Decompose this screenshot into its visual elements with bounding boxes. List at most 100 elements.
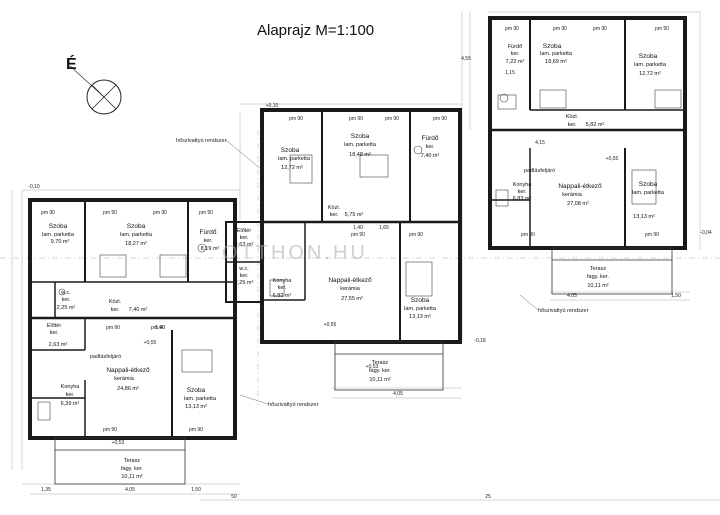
svg-text:Terasz: Terasz bbox=[124, 458, 140, 464]
svg-text:Közl.: Közl. bbox=[109, 299, 122, 305]
svg-text:-0,04: -0,04 bbox=[700, 230, 712, 236]
svg-text:pm 90: pm 90 bbox=[351, 232, 365, 238]
svg-text:+0,55: +0,55 bbox=[144, 340, 157, 346]
note-heat-pump-c: hőszivattyú rendszer bbox=[538, 308, 589, 314]
svg-text:13,13 m²: 13,13 m² bbox=[409, 314, 431, 320]
svg-text:2,63 m²: 2,63 m² bbox=[49, 342, 68, 348]
svg-text:Előtér: Előtér bbox=[47, 323, 62, 329]
svg-text:pm 90: pm 90 bbox=[433, 116, 447, 122]
note-attic-a: padlásfeljáró bbox=[90, 354, 121, 360]
svg-text:24,86 m²: 24,86 m² bbox=[117, 386, 139, 392]
svg-text:ker.: ker. bbox=[66, 392, 75, 398]
svg-text:4,55: 4,55 bbox=[461, 56, 471, 62]
svg-text:1,15: 1,15 bbox=[505, 70, 515, 76]
svg-text:pm 90: pm 90 bbox=[103, 210, 117, 216]
svg-text:pm 90: pm 90 bbox=[103, 427, 117, 433]
svg-text:pm 90: pm 90 bbox=[645, 232, 659, 238]
room-a-wc: w.c.ker.2,25 m² bbox=[57, 290, 76, 311]
svg-text:4,05: 4,05 bbox=[125, 487, 135, 493]
svg-text:Szoba: Szoba bbox=[639, 181, 658, 188]
note-heat-pump-b: hőszivattyú rendszer bbox=[176, 138, 227, 144]
svg-text:Fürdő: Fürdő bbox=[422, 135, 439, 142]
svg-text:w.c.: w.c. bbox=[238, 266, 249, 272]
svg-text:12,72 m²: 12,72 m² bbox=[639, 71, 661, 77]
svg-text:ker.: ker. bbox=[204, 238, 213, 244]
svg-text:Szoba: Szoba bbox=[281, 147, 300, 154]
svg-text:ker.: ker. bbox=[330, 212, 339, 218]
svg-text:Nappali-étkező: Nappali-étkező bbox=[106, 367, 150, 374]
svg-text:18,27 m²: 18,27 m² bbox=[125, 241, 147, 247]
walls bbox=[28, 16, 687, 440]
svg-text:10,11 m²: 10,11 m² bbox=[369, 377, 390, 383]
svg-text:pm 90: pm 90 bbox=[153, 210, 167, 216]
svg-text:-0,18: -0,18 bbox=[474, 338, 486, 344]
svg-text:Szoba: Szoba bbox=[543, 43, 562, 50]
svg-text:pm 90: pm 90 bbox=[385, 116, 399, 122]
north-arrow-icon bbox=[69, 65, 122, 115]
svg-text:6,82 m²: 6,82 m² bbox=[273, 293, 292, 299]
svg-text:1,35: 1,35 bbox=[41, 487, 51, 493]
svg-text:Konyha: Konyha bbox=[273, 278, 293, 284]
svg-text:Terasz: Terasz bbox=[590, 266, 606, 272]
svg-text:50: 50 bbox=[231, 494, 237, 500]
svg-text:1,40: 1,40 bbox=[155, 325, 165, 331]
watermark: OTTHON.HU bbox=[222, 242, 368, 264]
svg-text:ker.: ker. bbox=[50, 330, 59, 336]
svg-text:27,08 m²: 27,08 m² bbox=[567, 201, 589, 207]
annotations: hőszivattyú rendszer hőszivattyú rendsze… bbox=[90, 138, 589, 408]
svg-text:pm 90: pm 90 bbox=[593, 26, 607, 32]
svg-text:Konyha: Konyha bbox=[61, 384, 81, 390]
svg-text:ker.: ker. bbox=[426, 144, 435, 150]
svg-text:+0,55: +0,55 bbox=[324, 322, 337, 328]
svg-text:lam. parketta: lam. parketta bbox=[120, 232, 153, 238]
svg-text:Konyha: Konyha bbox=[513, 182, 533, 188]
svg-text:Közl.: Közl. bbox=[566, 114, 579, 120]
terraces bbox=[54, 247, 673, 485]
svg-text:Nappali-étkező: Nappali-étkező bbox=[558, 183, 602, 190]
svg-text:lam. parketta: lam. parketta bbox=[278, 156, 311, 162]
svg-text:pm 90: pm 90 bbox=[349, 116, 363, 122]
svg-text:pm 90: pm 90 bbox=[151, 325, 165, 331]
svg-text:ker.: ker. bbox=[568, 122, 577, 128]
north-label: É bbox=[66, 56, 77, 73]
svg-text:kerámia: kerámia bbox=[562, 192, 583, 198]
svg-text:Fürdő: Fürdő bbox=[508, 44, 522, 50]
svg-text:lam. parketta: lam. parketta bbox=[184, 396, 217, 402]
svg-text:4,05: 4,05 bbox=[393, 391, 403, 397]
svg-text:Közl.: Közl. bbox=[328, 205, 341, 211]
svg-text:fagy. ker.: fagy. ker. bbox=[587, 274, 609, 280]
svg-text:1,50: 1,50 bbox=[191, 487, 201, 493]
svg-text:ker.: ker. bbox=[240, 273, 249, 279]
svg-text:lam. parketta: lam. parketta bbox=[344, 142, 377, 148]
svg-text:10,11 m²: 10,11 m² bbox=[121, 474, 142, 480]
svg-text:10,11 m²: 10,11 m² bbox=[587, 283, 608, 289]
svg-text:-0,10: -0,10 bbox=[28, 184, 40, 190]
svg-text:pm 90: pm 90 bbox=[189, 427, 203, 433]
room-a-kozl: Közl.ker.7,40 m² bbox=[109, 299, 148, 313]
plan-title: Alaprajz M=1:100 bbox=[257, 22, 375, 39]
svg-text:pm 90: pm 90 bbox=[553, 26, 567, 32]
svg-text:7,22 m²: 7,22 m² bbox=[506, 59, 525, 65]
svg-text:7,40 m²: 7,40 m² bbox=[129, 307, 148, 313]
svg-text:2,25 m²: 2,25 m² bbox=[57, 305, 76, 311]
svg-text:ker.: ker. bbox=[62, 297, 71, 303]
svg-text:5,82 m²: 5,82 m² bbox=[586, 122, 605, 128]
note-heat-pump-a: hőszivattyú rendszer bbox=[268, 402, 319, 408]
svg-text:pm 90: pm 90 bbox=[409, 232, 423, 238]
svg-text:Nappali-étkező: Nappali-étkező bbox=[328, 277, 372, 284]
svg-text:lam. parketta: lam. parketta bbox=[632, 190, 665, 196]
room-c-terasz: Terasz fagy. ker. 10,11 m² bbox=[587, 266, 609, 289]
svg-text:pm 90: pm 90 bbox=[199, 210, 213, 216]
